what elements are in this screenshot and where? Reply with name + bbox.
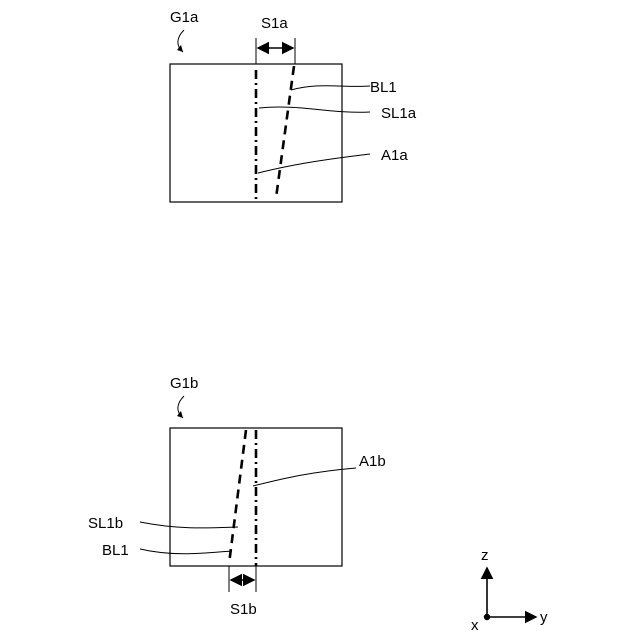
leader-sl1b <box>140 522 238 528</box>
group-label-g1a: G1a <box>170 9 199 26</box>
label-bl1-bottom: BL1 <box>102 542 129 559</box>
group-label-g1b: G1b <box>170 375 198 392</box>
label-bl1-top: BL1 <box>370 79 397 96</box>
leader-bl1-bottom <box>140 549 232 554</box>
line-bl1-top <box>276 66 294 198</box>
axis-z-label: z <box>481 547 489 564</box>
label-a1a: A1a <box>381 147 408 164</box>
line-bl1-bottom <box>229 430 246 564</box>
leader-sl1a <box>259 107 370 112</box>
leader-a1b <box>253 468 356 486</box>
label-sl1b: SL1b <box>88 515 123 532</box>
group-pointer-arrowhead-g1a <box>177 45 183 52</box>
panel-g1a: G1a S1a BL1 SL1a A1a <box>170 9 417 202</box>
span-label-s1a: S1a <box>261 15 288 32</box>
leader-bl1-top <box>291 86 370 90</box>
span-label-s1b: S1b <box>230 601 257 618</box>
axis-y-label: y <box>540 609 548 626</box>
axis-x-label: x <box>471 617 479 634</box>
leader-a1a <box>258 154 370 173</box>
axes-indicator: z y x <box>471 547 548 634</box>
label-sl1a: SL1a <box>381 105 417 122</box>
group-pointer-arrowhead-g1b <box>177 411 183 418</box>
panel-g1b: G1b S1b A1b SL1b BL1 <box>88 375 386 618</box>
axis-x-origin-dot <box>484 614 490 620</box>
label-a1b: A1b <box>359 453 386 470</box>
